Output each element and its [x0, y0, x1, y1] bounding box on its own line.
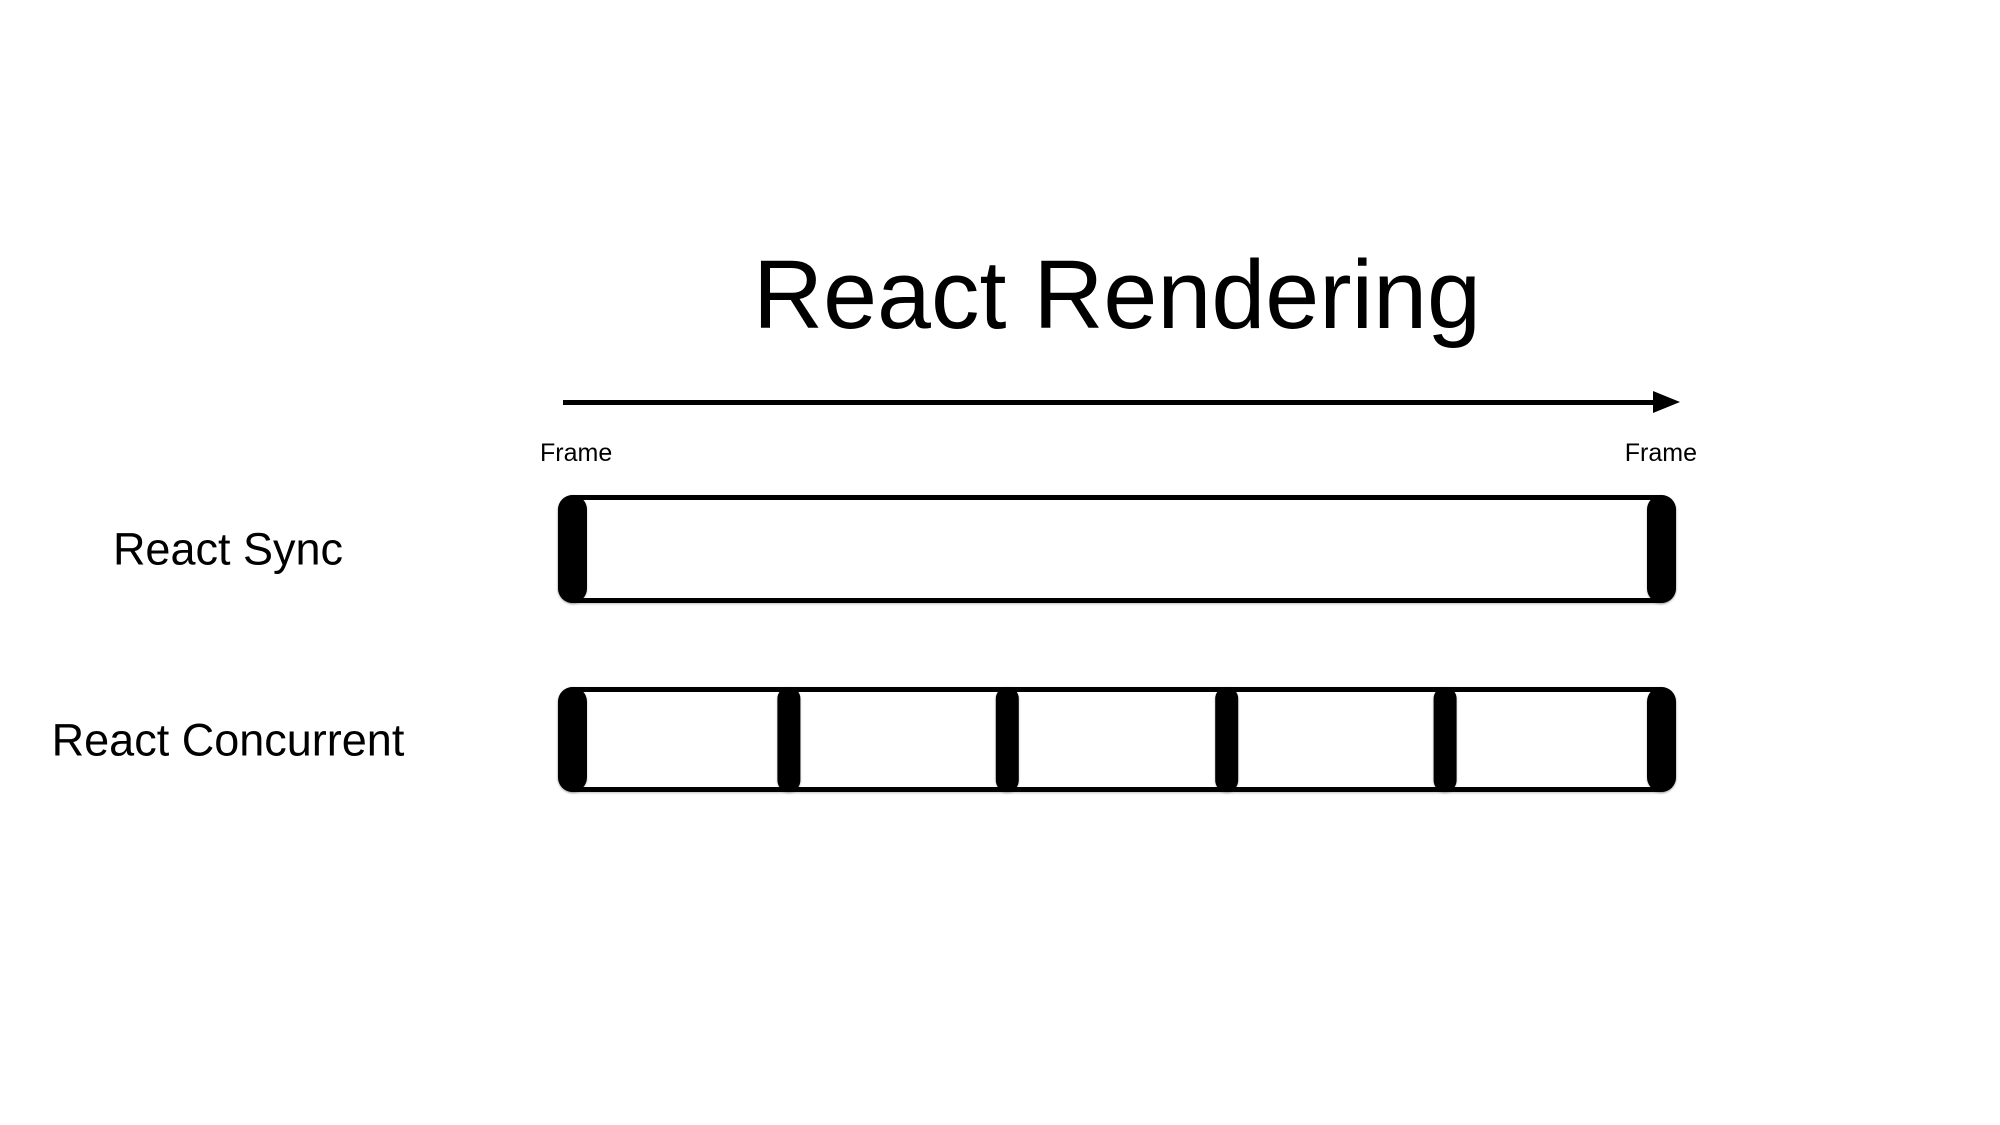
segment-divider — [776, 687, 800, 792]
row-label-react-sync: React Sync — [112, 523, 344, 575]
render-bar-react-sync — [558, 495, 1676, 603]
render-bar-outline — [558, 687, 1676, 792]
frame-label-start: Frame — [540, 439, 613, 467]
segment-divider — [1214, 687, 1238, 792]
render-bar-react-concurrent — [558, 687, 1676, 792]
bar-end-cap — [1647, 495, 1676, 603]
bar-end-cap — [558, 687, 587, 792]
frame-label-end: Frame — [1624, 439, 1697, 467]
bar-end-cap — [558, 495, 587, 603]
diagram-title: React Rendering — [753, 240, 1481, 349]
render-bar-outline — [558, 495, 1676, 603]
timeline-arrow-line — [563, 400, 1661, 405]
segment-divider — [1433, 687, 1457, 792]
arrow-head-icon — [1653, 391, 1680, 413]
bar-end-cap — [1647, 687, 1676, 792]
segment-divider — [995, 687, 1019, 792]
row-label-react-concurrent: React Concurrent — [51, 713, 405, 765]
timeline-row-react-concurrent: React Concurrent — [0, 687, 2000, 792]
timeline-row-react-sync: React Sync — [0, 495, 2000, 603]
